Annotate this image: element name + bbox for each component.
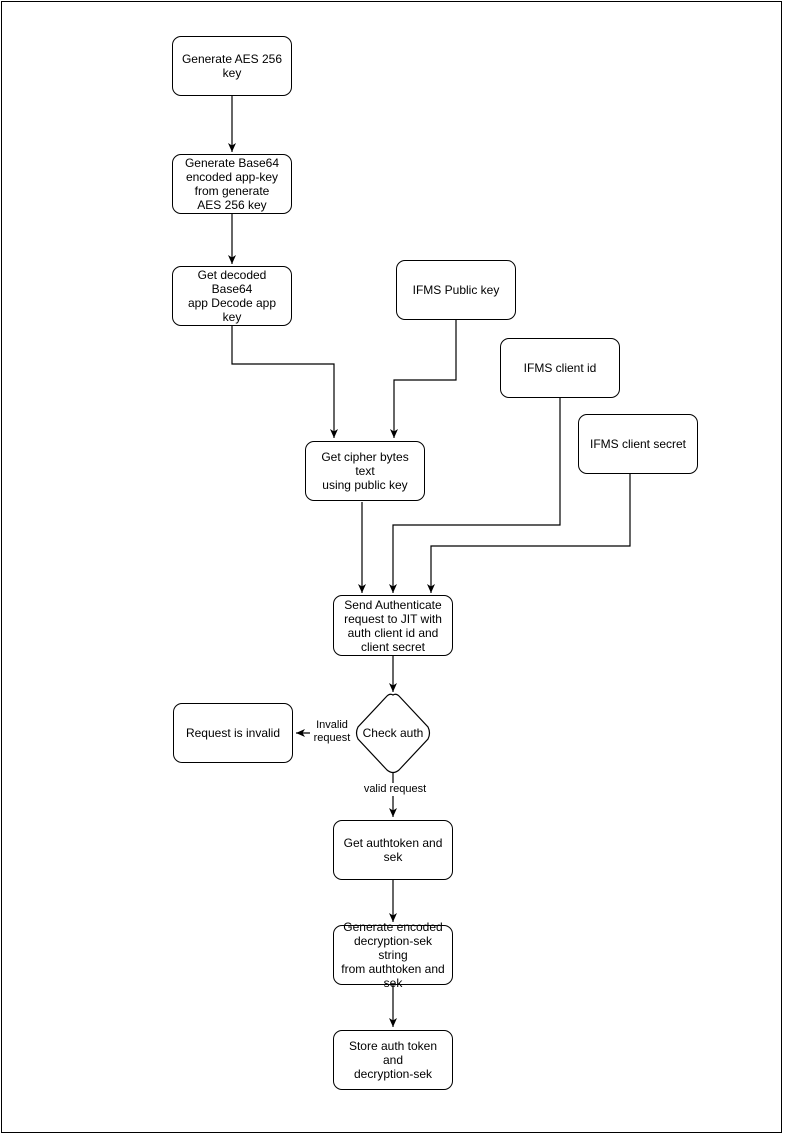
node-request-invalid: Request is invalid [173, 703, 293, 763]
node-ifms-public-key: IFMS Public key [396, 260, 516, 320]
edge-label-valid-request: valid request [358, 783, 432, 796]
node-store-auth-token: Store auth token and decryption-sek [333, 1030, 453, 1090]
node-get-cipher-bytes: Get cipher bytes text using public key [305, 441, 425, 501]
node-generate-aes-key: Generate AES 256 key [172, 36, 292, 96]
edge-label-invalid-request: Invalid request [310, 719, 354, 745]
edge-clientid-to-send [389, 398, 561, 593]
node-generate-encoded-decryption-sek: Generate encoded decryption-sek string f… [333, 920, 453, 990]
check-auth-diamond [355, 693, 431, 774]
edge-secret-to-send [427, 474, 631, 593]
edge-decoded-to-cipher [231, 326, 338, 438]
edge-pubkey-to-cipher [390, 320, 457, 438]
node-generate-base64-app-key: Generate Base64 encoded app-key from gen… [172, 154, 292, 214]
node-get-decoded-base64: Get decoded Base64 app Decode app key [172, 266, 292, 326]
node-send-authenticate-request: Send Authenticate request to JIT with au… [333, 595, 453, 656]
node-check-auth-label: Check auth [362, 726, 424, 740]
node-get-authtoken-sek: Get authtoken and sek [333, 820, 453, 880]
node-ifms-client-secret: IFMS client secret [578, 414, 698, 474]
node-ifms-client-id: IFMS client id [500, 338, 620, 398]
